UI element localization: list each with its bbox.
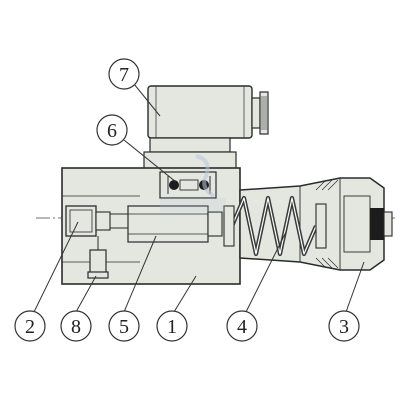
- callout-5: 5: [108, 310, 140, 342]
- callout-6-label: 6: [107, 120, 117, 142]
- callout-2: 2: [14, 310, 46, 342]
- callout-1: 1: [156, 310, 188, 342]
- leader-4: [245, 231, 287, 313]
- callout-5-label: 5: [119, 316, 129, 338]
- watermark-logo: [160, 154, 226, 212]
- leader-8: [75, 275, 97, 313]
- pressure-spring: [223, 195, 327, 257]
- leader-3: [345, 261, 365, 313]
- callout-3: 3: [328, 310, 360, 342]
- spring-housing: [239, 177, 393, 271]
- left-port-fitting: [65, 205, 129, 237]
- callout-3-label: 3: [339, 316, 349, 338]
- callout-1-label: 1: [167, 316, 177, 338]
- leader-6: [123, 139, 177, 183]
- solenoid-neck: [143, 137, 237, 171]
- callout-8-label: 8: [71, 316, 81, 338]
- callout-7: 7: [108, 58, 140, 90]
- callout-leaders: [33, 83, 365, 313]
- callout-4: 4: [226, 310, 258, 342]
- solenoid-coil-housing: [147, 85, 269, 139]
- callout-2-label: 2: [25, 316, 35, 338]
- spool: [127, 205, 223, 243]
- leader-5: [123, 235, 157, 313]
- leader-1: [173, 275, 197, 313]
- leader-7: [133, 83, 161, 117]
- callout-8: 8: [60, 310, 92, 342]
- callout-4-label: 4: [237, 316, 247, 338]
- leader-2: [33, 221, 79, 313]
- drain-plug: [87, 236, 109, 279]
- callout-6: 6: [96, 114, 128, 146]
- callout-7-label: 7: [119, 64, 129, 86]
